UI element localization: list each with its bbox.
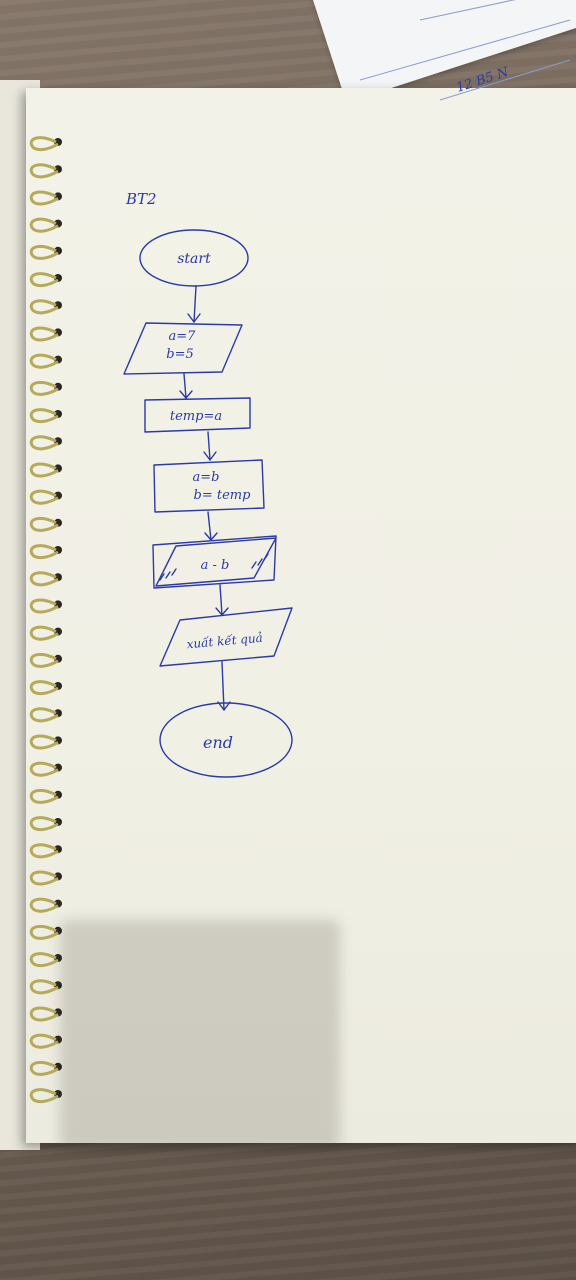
notebook-page [26, 88, 576, 1143]
arrow-input-to-process [183, 373, 187, 399]
spiral-ring [29, 516, 59, 532]
process-temp-box [144, 397, 251, 433]
spiral-ring [29, 897, 59, 913]
output-result-parallelogram [159, 607, 293, 667]
process-swap-box [153, 459, 265, 513]
arrow-process-to-swap [207, 431, 211, 461]
spiral-ring [29, 163, 59, 179]
spiral-ring [29, 571, 59, 587]
arrow-output-to-result [219, 584, 223, 616]
spiral-ring [29, 408, 59, 424]
start-terminal [139, 229, 249, 287]
arrowhead [179, 390, 193, 399]
spiral-ring [29, 353, 59, 369]
spiral-binding [29, 136, 62, 1104]
spiral-ring [29, 326, 59, 342]
spiral-ring [29, 625, 59, 641]
arrow-result-to-end [221, 661, 225, 711]
arrow-swap-to-output [207, 511, 212, 541]
spiral-ring [29, 870, 59, 886]
spiral-ring [29, 761, 59, 777]
spiral-ring [29, 435, 59, 451]
spiral-ring [29, 1033, 59, 1049]
spiral-ring [29, 462, 59, 478]
spiral-ring [29, 1088, 59, 1104]
arrow-start-to-input [193, 285, 197, 323]
spiral-ring [29, 1060, 59, 1076]
spiral-ring [29, 489, 59, 505]
output-values-parallelogram [155, 537, 277, 587]
spiral-ring [29, 843, 59, 859]
spiral-ring [29, 788, 59, 804]
hand-shadow [60, 920, 340, 1150]
spiral-ring [29, 816, 59, 832]
spiral-ring [29, 652, 59, 668]
output-result-label: xuất kết quả [186, 630, 263, 652]
spiral-ring [29, 707, 59, 723]
process-swap-line-2: b= temp [194, 488, 252, 503]
end-label: end [203, 733, 233, 752]
input-line-1: a=7 [169, 329, 197, 344]
output-hatch-marks [159, 553, 269, 581]
exercise-heading: BT2 [125, 190, 157, 208]
background-scribble: 12 B5 N [455, 65, 512, 96]
spiral-ring [29, 734, 59, 750]
spiral-ring [29, 190, 59, 206]
spiral-ring [29, 924, 59, 940]
arrowhead [187, 313, 201, 323]
spiral-ring [29, 680, 59, 696]
input-parallelogram [123, 322, 243, 375]
end-terminal [159, 702, 293, 778]
arrowhead [203, 451, 217, 461]
spiral-ring [29, 136, 59, 152]
spiral-ring [29, 244, 59, 260]
output-values-label: a - b [201, 558, 230, 573]
input-line-2: b=5 [166, 347, 194, 362]
spiral-ring [29, 1006, 59, 1022]
spiral-ring [29, 952, 59, 968]
output-values-box [152, 535, 277, 589]
process-temp-label: temp=a [170, 409, 222, 424]
spiral-ring [29, 272, 59, 288]
spiral-ring [29, 544, 59, 560]
arrowhead [204, 532, 218, 541]
arrowhead [217, 701, 231, 711]
start-label: start [177, 251, 211, 267]
spiral-ring [29, 979, 59, 995]
spiral-ring [29, 380, 59, 396]
spiral-ring [29, 598, 59, 614]
process-swap-line-1: a=b [193, 470, 220, 485]
background-paper-lines [359, 0, 571, 101]
spiral-ring [29, 217, 59, 233]
spiral-ring [29, 299, 59, 315]
